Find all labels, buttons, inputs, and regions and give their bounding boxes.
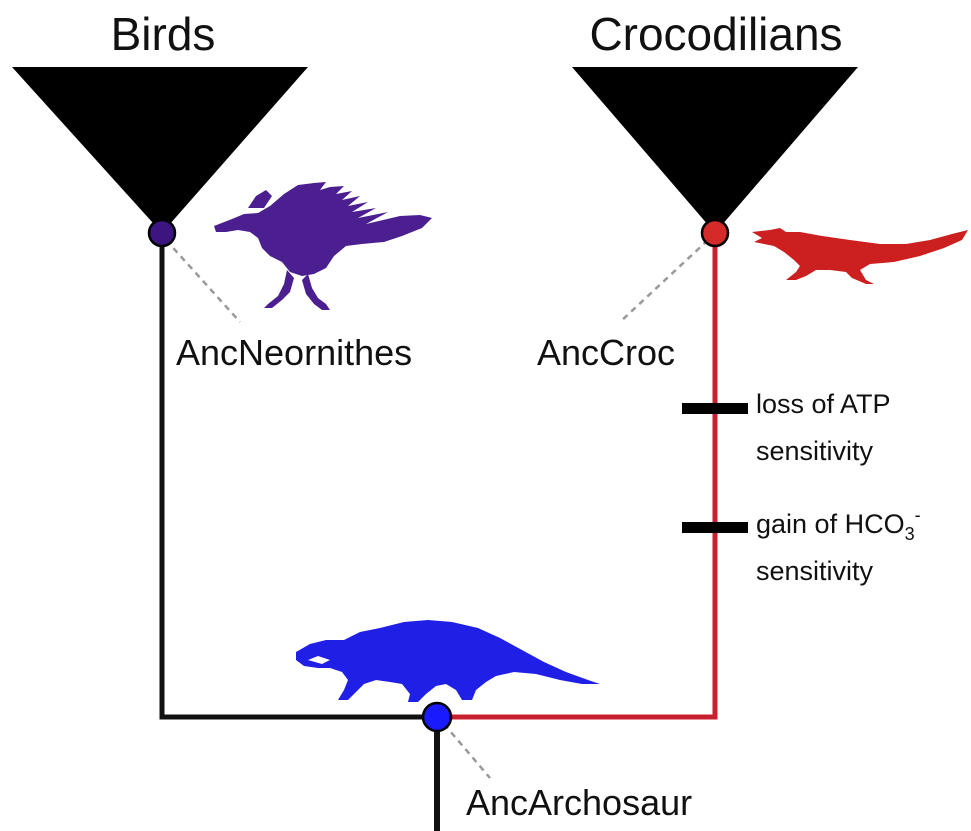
event-bar-hco3 [682,522,748,533]
event-label-atp-line1: loss of ATP [756,389,891,419]
clade-title-crocodilians: Crocodilians [589,8,842,60]
crocodile-silhouette-icon [752,228,968,284]
leader-croc [620,240,708,322]
node-neornithes [149,220,175,246]
event-bar-atp [682,403,748,414]
clade-title-birds: Birds [111,8,216,60]
clade-triangle-birds [12,67,308,233]
clade-triangle-crocodilians [572,67,858,233]
node-label-croc: AncCroc [537,332,675,373]
node-label-archosaur: AncArchosaur [466,782,692,823]
node-croc [702,220,728,246]
leader-neornithes [166,240,240,322]
event-label-hco3-line2: sensitivity [756,556,874,586]
node-archosaur [423,703,451,731]
leader-archosaur [444,724,490,778]
event-label-hco3-sup: - [915,505,921,525]
bird-silhouette-icon [214,182,432,310]
event-label-atp-line2: sensitivity [756,436,874,466]
event-label-hco3-sub: 3 [905,524,915,544]
node-label-neornithes: AncNeornithes [176,332,412,373]
event-label-hco3-main: gain of HCO [756,509,905,539]
archosaur-silhouette-icon [296,620,600,702]
event-label-hco3-line1: gain of HCO3- [756,505,921,544]
